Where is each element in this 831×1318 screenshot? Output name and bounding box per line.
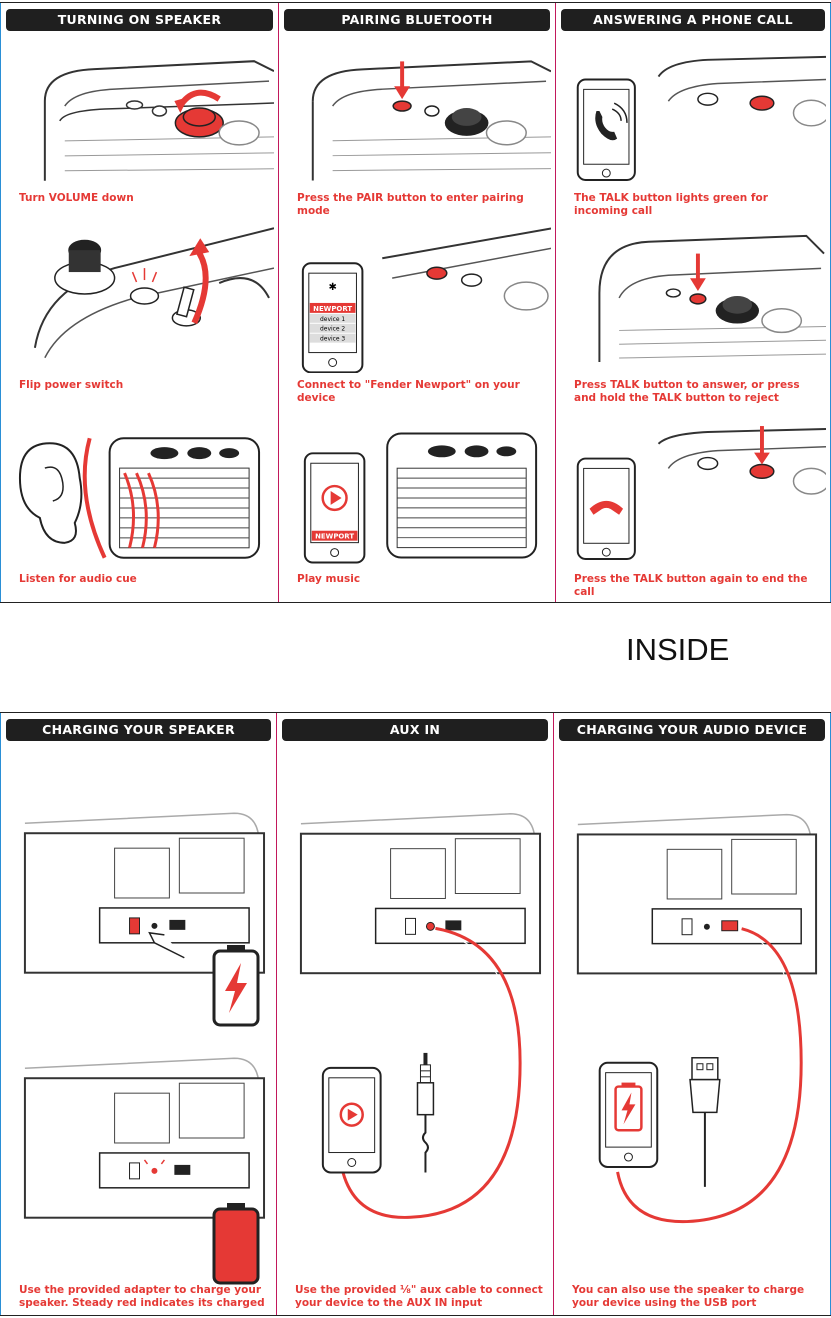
step-caption: Turn VOLUME down — [19, 192, 134, 204]
step-caption: Connect to "Fender Newport" on your devi… — [297, 379, 520, 404]
aux-cable-illustration — [281, 793, 549, 1263]
incoming-call-illustration — [560, 41, 826, 186]
talk-button-icon — [598, 234, 826, 362]
battery-full-icon — [212, 1203, 260, 1285]
panel-charging-speaker: CHARGING YOUR SPEAKER — [0, 713, 276, 1315]
phone-ringing-icon — [576, 55, 826, 181]
panel-title: AUX IN — [282, 719, 548, 741]
hang-up-icon — [576, 426, 826, 561]
brand-label: NEWPORT — [315, 533, 354, 541]
panel-title: ANSWERING A PHONE CALL — [561, 9, 825, 31]
inside-instructions: CHARGING YOUR SPEAKER — [0, 712, 831, 1316]
battery-charging — [211, 943, 261, 1028]
device-item: device 1 — [320, 316, 345, 323]
panel-caption: Use the provided adapter to charge your … — [19, 1284, 265, 1309]
power-switch-icon — [33, 227, 274, 359]
panel-caption: Use the provided ⅛" aux cable to connect… — [295, 1284, 543, 1309]
volume-knob-illustration — [5, 41, 274, 186]
inside-label: INSIDE — [626, 632, 730, 667]
phone-device-list-icon: ✱ NEWPORT device 1 device 2 device 3 — [301, 227, 551, 373]
outside-instructions: TURNING ON SPEAKER Turn VOLUME down — [0, 2, 831, 603]
play-icon: NEWPORT — [303, 432, 538, 564]
power-switch-illustration — [5, 208, 274, 373]
panel-pairing-bluetooth: PAIRING BLUETOOTH Press the PAIR button … — [278, 3, 555, 602]
charging-led-illustration — [5, 1043, 272, 1233]
panel-title: CHARGING YOUR SPEAKER — [6, 719, 271, 741]
step-caption: Press the TALK button again to end the c… — [574, 573, 808, 598]
panel-title: PAIRING BLUETOOTH — [284, 9, 550, 31]
panel-caption: You can also use the speaker to charge y… — [572, 1284, 805, 1309]
step-caption: The TALK button lights green for incomin… — [574, 192, 768, 217]
svg-text:✱: ✱ — [328, 282, 336, 293]
device-list-illustration: ✱ NEWPORT device 1 device 2 device 3 — [283, 218, 551, 373]
volume-knob-icon — [43, 60, 274, 181]
play-icon — [321, 1066, 382, 1174]
panel-aux-in: AUX IN — [276, 713, 553, 1315]
battery-full — [211, 1201, 261, 1286]
step-caption: Press TALK button to answer, or press an… — [574, 379, 800, 404]
charging-port-illustration — [5, 793, 272, 993]
step-caption: Flip power switch — [19, 379, 124, 391]
play-music-illustration: NEWPORT — [283, 423, 551, 568]
panel-charging-device: CHARGING YOUR AUDIO DEVICE — [553, 713, 831, 1315]
panel-turning-on-speaker: TURNING ON SPEAKER Turn VOLUME down — [0, 3, 278, 602]
aux-plug-icon — [416, 1052, 435, 1173]
battery-charging-icon — [598, 1061, 659, 1168]
panel-title: CHARGING YOUR AUDIO DEVICE — [559, 719, 825, 741]
talk-button-illustration — [560, 213, 826, 373]
step-caption: Press the PAIR button to enter pairing m… — [297, 192, 524, 217]
panel-title: TURNING ON SPEAKER — [6, 9, 273, 31]
brand-label: NEWPORT — [313, 305, 352, 313]
device-item: device 3 — [320, 336, 345, 343]
panel-answering-call: ANSWERING A PHONE CALL The TALK button l… — [555, 3, 831, 602]
usb-cable-illustration — [558, 793, 826, 1263]
pair-button-icon — [311, 60, 551, 181]
step-caption: Listen for audio cue — [19, 573, 137, 585]
usb-plug-icon — [689, 1057, 721, 1187]
device-item: device 2 — [320, 326, 345, 333]
ear-icon — [18, 437, 261, 559]
step-caption: Play music — [297, 573, 361, 585]
battery-charging-icon — [212, 945, 260, 1027]
pair-button-illustration — [283, 41, 551, 186]
end-call-illustration — [560, 423, 826, 568]
audio-cue-illustration — [5, 423, 274, 568]
